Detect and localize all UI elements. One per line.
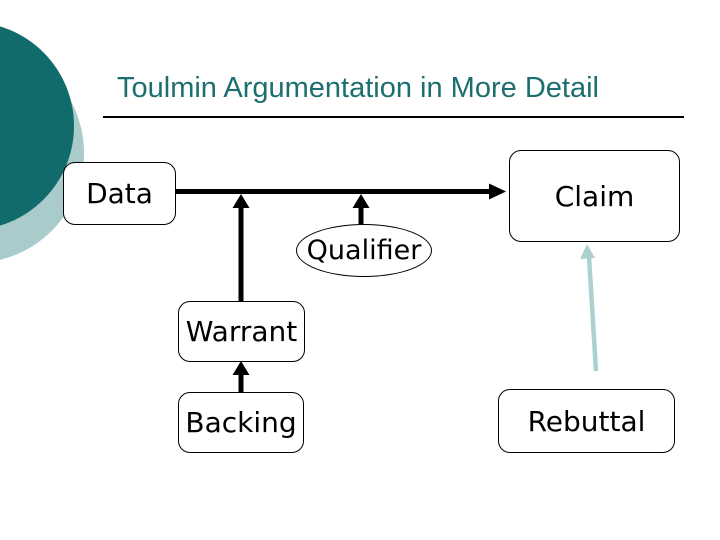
slide-title: Toulmin Argumentation in More Detail bbox=[117, 72, 599, 104]
backing-to-warrant-arrow bbox=[232, 361, 250, 392]
qualifier-ellipse: Qualifier bbox=[296, 224, 432, 277]
title-underline bbox=[103, 116, 684, 118]
data-to-claim-arrow bbox=[174, 183, 506, 200]
backing-node-label: Backing bbox=[185, 406, 297, 439]
rebuttal-to-claim-arrow bbox=[580, 244, 599, 372]
claim-node-label: Claim bbox=[554, 179, 635, 213]
backing-node: Backing bbox=[178, 392, 304, 453]
data-node: Data bbox=[63, 162, 176, 225]
rebuttal-node-label: Rebuttal bbox=[527, 404, 646, 438]
qualifier-node-label: Qualifier bbox=[306, 235, 422, 266]
warrant-node: Warrant bbox=[178, 301, 305, 362]
qualifier-to-line-arrow bbox=[352, 194, 370, 224]
warrant-to-line-arrow bbox=[232, 194, 250, 301]
data-node-label: Data bbox=[86, 177, 153, 210]
rebuttal-node: Rebuttal bbox=[498, 389, 675, 453]
claim-node: Claim bbox=[509, 150, 680, 242]
warrant-node-label: Warrant bbox=[185, 315, 298, 348]
